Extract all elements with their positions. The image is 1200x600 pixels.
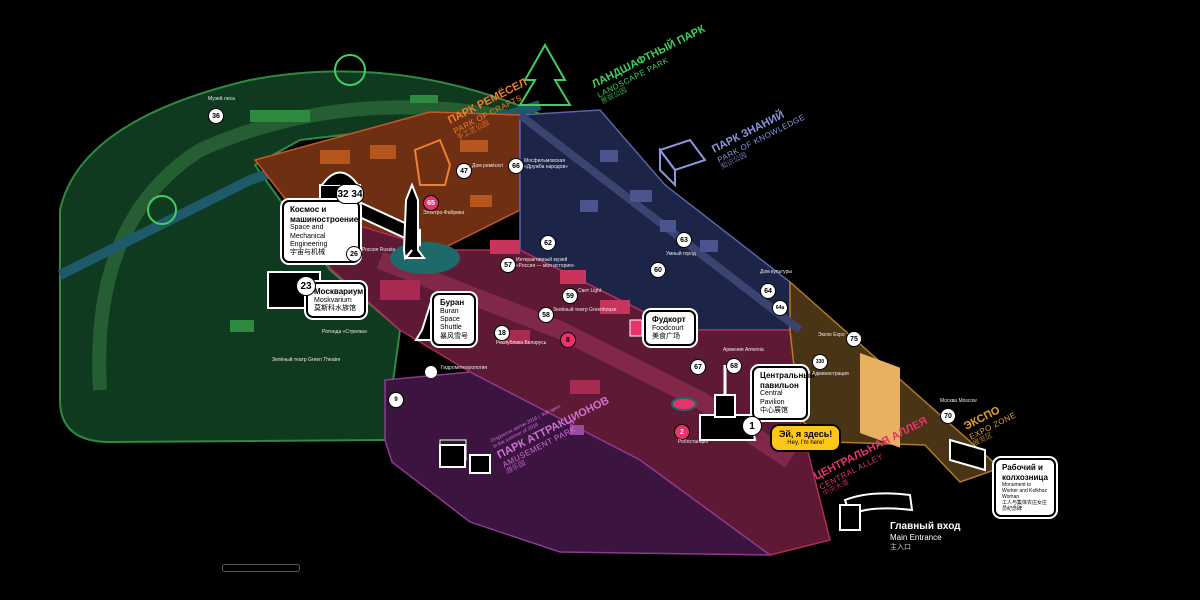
label-green-theatre: Зелёный театр Green Theatre (272, 357, 341, 363)
pin-1[interactable]: 1 (742, 416, 762, 436)
label-330: Администрация (812, 371, 849, 377)
label-18: Республика Беларусь (496, 340, 547, 346)
pin-36[interactable]: 36 (208, 108, 224, 124)
zone-amusement-park[interactable] (384, 371, 773, 556)
label-66: Мосфильмовская «Дружба народов» (524, 158, 568, 170)
label-36: Музей леса (208, 96, 235, 102)
label-58: Зелёный театр Greenhouse (553, 307, 617, 313)
pin-2[interactable]: 2 (674, 424, 690, 440)
pin-66[interactable]: 66 (508, 158, 524, 174)
label-60: Умный город (666, 251, 696, 257)
amusement-boxes-icon (439, 444, 491, 474)
main-entrance-arch-icon[interactable] (839, 492, 914, 531)
label-70: Москва Moscow (940, 398, 977, 404)
landscape-ring-road (92, 100, 603, 391)
pin-57[interactable]: 57 (500, 257, 516, 273)
pin-64[interactable]: 64 (760, 283, 776, 299)
stage-icon (671, 397, 697, 411)
label-2: Робостанция (678, 439, 709, 445)
pin-26[interactable]: 26 (346, 246, 362, 262)
pin-9[interactable]: 9 (388, 392, 404, 408)
label-26: Россия Russia (362, 247, 396, 253)
label-75: Экспо Expo (818, 332, 845, 338)
pin-59[interactable]: 59 (562, 288, 578, 304)
pin-62[interactable]: 62 (540, 235, 556, 251)
label-57: Интерактивный музей «Россия — моя истори… (516, 257, 575, 269)
label-rotonda: Ротонда «Стрелка» (322, 329, 368, 335)
pin-58[interactable]: 58 (538, 307, 554, 323)
label-info: Гидрометеорология (441, 365, 488, 371)
label-59: Свет Light (578, 288, 602, 294)
pin-330[interactable]: 330 (812, 354, 828, 370)
trees-icon (147, 42, 572, 225)
central-pavilion-icon[interactable] (699, 365, 757, 441)
pin-68[interactable]: 68 (726, 358, 742, 374)
pin-67[interactable]: 67 (690, 359, 706, 375)
you-are-here-badge: Эй, я здесь!Hey, I'm here! (770, 424, 842, 453)
pin-65[interactable]: 65 (423, 195, 439, 211)
map-scrollbar[interactable] (222, 564, 300, 572)
pin-18[interactable]: 18 (494, 325, 510, 341)
knowledge-cube-icon (658, 138, 707, 188)
label-68: Армения Armenia (723, 347, 764, 353)
label-64a: Дом культуры (760, 269, 792, 275)
pin-64a[interactable]: 64a (772, 300, 788, 316)
info-point-icon[interactable] (425, 366, 437, 378)
pin-63[interactable]: 63 (676, 232, 692, 248)
rocket-icon[interactable] (402, 182, 426, 261)
label-65: Электро-Фабрика (423, 210, 464, 216)
pin-47[interactable]: 47 (456, 163, 472, 179)
label-47: Дом ремёсел (472, 163, 503, 169)
pin-23[interactable]: 23 (296, 276, 316, 296)
worker-monument-icon[interactable] (949, 438, 986, 472)
pin-8[interactable]: 8 (560, 332, 576, 348)
pin-60[interactable]: 60 (650, 262, 666, 278)
pin-75[interactable]: 75 (846, 331, 862, 347)
pin-70[interactable]: 70 (940, 408, 956, 424)
pin-32-34[interactable]: 32 34 (336, 184, 364, 204)
crafts-teapot-icon (413, 138, 452, 186)
